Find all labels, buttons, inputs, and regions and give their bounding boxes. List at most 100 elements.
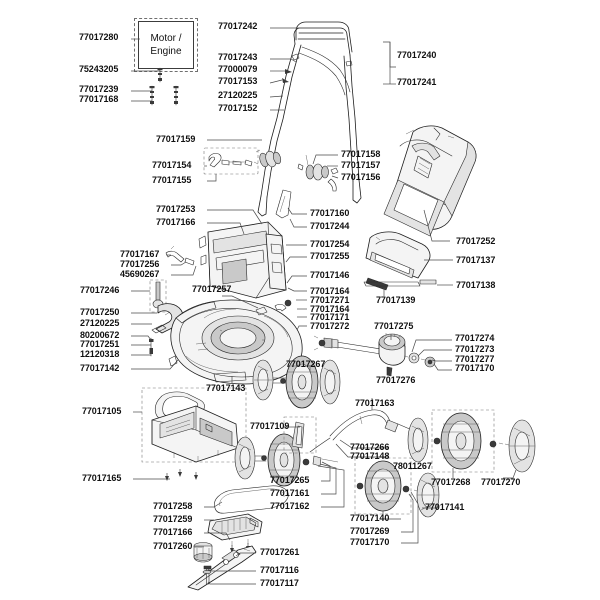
leader-lines-rear-wheel-lower [382, 491, 439, 544]
part-label[interactable]: 77017246 [80, 285, 120, 295]
part-label[interactable]: 77017255 [310, 251, 350, 261]
part-label[interactable]: 77017265 [270, 475, 310, 485]
part-label[interactable]: 77017250 [80, 307, 120, 317]
height-adjust-lever [149, 279, 184, 357]
handle-lower-stub [275, 189, 292, 219]
part-label[interactable]: 77017242 [218, 21, 258, 31]
part-label[interactable]: 77017164 [310, 304, 350, 314]
part-label[interactable]: 77017256 [120, 259, 160, 269]
part-label[interactable]: 77017268 [431, 477, 471, 487]
part-label[interactable]: 75243205 [79, 64, 119, 74]
part-label[interactable]: 77017148 [350, 451, 390, 461]
part-label[interactable]: 77017154 [152, 160, 192, 170]
leader-lines-battery [133, 411, 197, 480]
bracket-handle-group [383, 41, 396, 85]
part-label[interactable]: 77017253 [156, 204, 196, 214]
part-label[interactable]: 77017109 [250, 421, 290, 431]
part-label[interactable]: 77017259 [153, 514, 193, 524]
leader-arrowheads [282, 69, 292, 83]
part-label[interactable]: 12120318 [80, 349, 120, 359]
part-label[interactable]: 77017243 [218, 52, 258, 62]
part-label[interactable]: 77017156 [341, 172, 381, 182]
part-label[interactable]: 77017277 [455, 354, 495, 364]
part-label[interactable]: 77017158 [341, 149, 381, 159]
part-label[interactable]: 77017166 [156, 217, 196, 227]
part-label[interactable]: 77017275 [374, 321, 414, 331]
leader-lines-handle [269, 27, 300, 111]
leader-lines-clip-left [166, 254, 197, 276]
part-label[interactable]: 77017276 [376, 375, 416, 385]
part-label[interactable]: 77017280 [79, 32, 119, 42]
part-label[interactable]: 77017164 [310, 286, 350, 296]
engine-box-inner: Motor / Engine [138, 21, 194, 69]
part-label[interactable]: 77017143 [206, 383, 246, 393]
upright-hub-left [253, 149, 282, 168]
part-label[interactable]: 77017105 [82, 406, 122, 416]
part-label[interactable]: 77017252 [456, 236, 496, 246]
mower-deck [168, 299, 303, 385]
part-label[interactable]: 77017166 [153, 527, 193, 537]
part-label[interactable]: 77017152 [218, 103, 258, 113]
part-label[interactable]: 77017159 [156, 134, 196, 144]
part-label[interactable]: 77017270 [481, 477, 521, 487]
part-label[interactable]: 77017153 [218, 76, 258, 86]
part-label[interactable]: 80200672 [80, 330, 120, 340]
part-label[interactable]: 77017167 [120, 249, 160, 259]
part-label[interactable]: 77017168 [79, 94, 119, 104]
part-label[interactable]: 77017266 [350, 442, 390, 452]
leader-lines-deflector [383, 209, 453, 296]
part-label[interactable]: 77017161 [270, 488, 310, 498]
part-label[interactable]: 77017137 [456, 255, 496, 265]
leader-lines-height-adjust [131, 290, 179, 370]
part-label[interactable]: 77017258 [153, 501, 193, 511]
part-label[interactable]: 77017273 [455, 344, 495, 354]
part-label[interactable]: 77017260 [153, 541, 193, 551]
part-label[interactable]: 77017239 [79, 84, 119, 94]
part-label[interactable]: 77017254 [310, 239, 350, 249]
part-label[interactable]: 27120225 [80, 318, 120, 328]
part-label[interactable]: 77017271 [310, 295, 350, 305]
engine-fastener-stacks [149, 67, 179, 106]
part-label[interactable]: 77017146 [310, 270, 350, 280]
part-label[interactable]: 77017171 [310, 312, 350, 322]
clip-parts-left [165, 245, 195, 266]
part-label[interactable]: 77017272 [310, 321, 350, 331]
part-label[interactable]: 45690267 [120, 269, 160, 279]
cutting-blade [187, 545, 257, 591]
part-label[interactable]: 77017160 [310, 208, 350, 218]
part-label[interactable]: 77017269 [350, 526, 390, 536]
part-label[interactable]: 77017163 [355, 398, 395, 408]
battery-housing [141, 387, 247, 463]
part-label[interactable]: 77017257 [192, 284, 232, 294]
part-label[interactable]: 78011267 [393, 461, 432, 471]
part-label[interactable]: 77017162 [270, 501, 310, 511]
leader-lines-blade [207, 552, 256, 585]
part-label[interactable]: 77017274 [455, 333, 495, 343]
part-label[interactable]: 77017261 [260, 547, 300, 557]
part-label[interactable]: 77017157 [341, 160, 381, 170]
part-label[interactable]: 77017140 [350, 513, 390, 523]
leader-lines-chassis [207, 209, 307, 333]
part-label[interactable]: 77000079 [218, 64, 258, 74]
grass-catcher-bag [383, 125, 477, 237]
part-label[interactable]: 77017116 [260, 565, 299, 575]
part-label[interactable]: 77017170 [455, 363, 495, 373]
upright-hub-right [297, 154, 339, 192]
part-label[interactable]: 77017170 [350, 537, 390, 547]
part-label[interactable]: 77017155 [152, 175, 192, 185]
part-label[interactable]: 77017141 [425, 502, 465, 512]
part-label[interactable]: 77017240 [397, 50, 437, 60]
part-label[interactable]: 77017165 [82, 473, 122, 483]
part-label[interactable]: 77017142 [80, 363, 120, 373]
part-label[interactable]: 27120225 [218, 90, 258, 100]
rear-deflector [363, 231, 437, 291]
part-label[interactable]: 77017241 [397, 77, 437, 87]
part-label[interactable]: 77017244 [310, 221, 350, 231]
part-label[interactable]: 77017267 [286, 359, 326, 369]
part-label[interactable]: 77017139 [376, 295, 416, 305]
part-label[interactable]: 77017117 [260, 578, 299, 588]
part-label[interactable]: 77017251 [80, 339, 120, 349]
leader-lines-driveshaft [390, 334, 452, 376]
part-label[interactable]: 77017138 [456, 280, 496, 290]
